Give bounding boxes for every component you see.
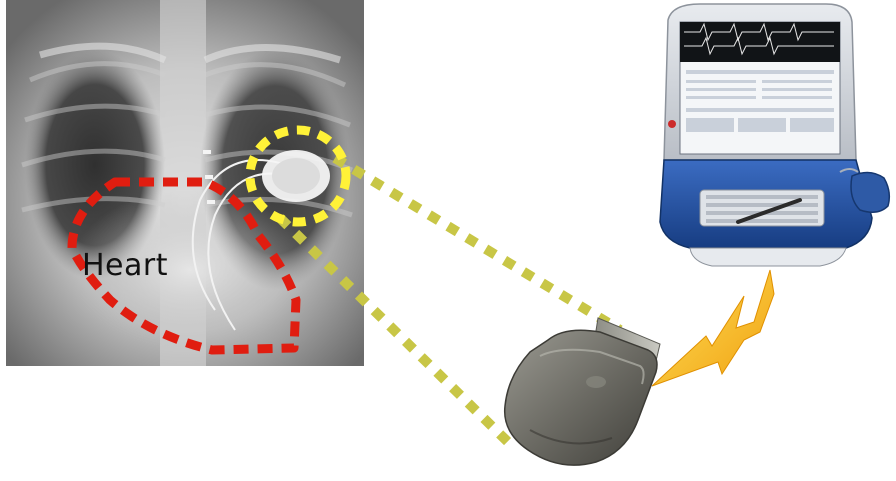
chest-xray (6, 0, 364, 366)
connector-line-upper (335, 158, 620, 330)
heart-label: Heart (82, 248, 168, 283)
wireless-link-icon (652, 270, 774, 386)
pacemaker-device (505, 318, 660, 465)
programmer-laptop (660, 4, 889, 266)
